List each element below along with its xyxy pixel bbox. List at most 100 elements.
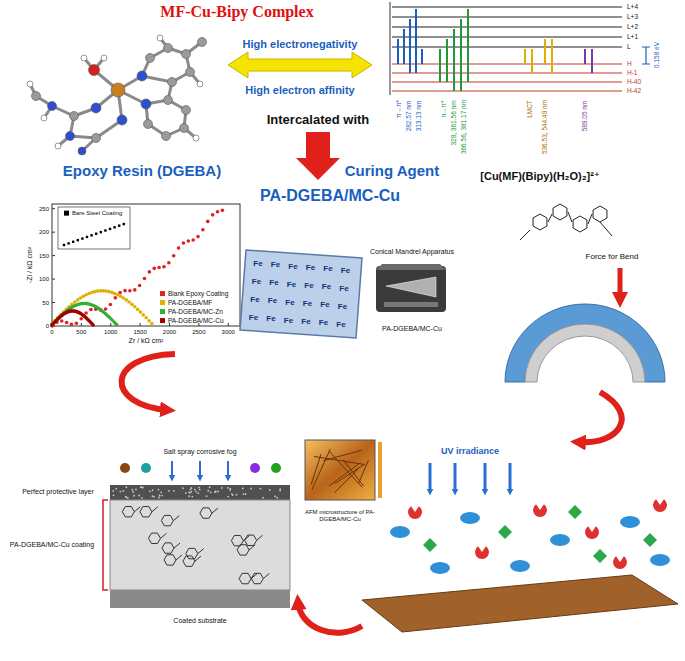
illustration-part	[52, 279, 55, 280]
illustration-part	[109, 228, 111, 230]
illustration-part	[250, 488, 252, 490]
data-point	[138, 284, 142, 288]
illustration-part	[195, 556, 201, 561]
atom	[141, 99, 151, 109]
illustration-part	[134, 507, 140, 512]
transition-line	[409, 19, 411, 73]
degradation-fragment	[510, 560, 530, 572]
illustration-part	[123, 223, 125, 225]
illustration-part	[509, 463, 512, 492]
illustration-part	[214, 491, 216, 493]
atom	[146, 54, 155, 63]
transition-label: 536.53, 544.49 nm	[541, 100, 548, 154]
orbital-level	[392, 63, 622, 64]
tick-label: 1000	[104, 329, 117, 336]
energy-level-diagram	[390, 2, 650, 95]
legend-text: Bare Steel Coating	[72, 210, 122, 216]
illustration-part	[152, 507, 158, 512]
illustration-part	[158, 497, 160, 499]
orbital-label: L	[627, 43, 631, 50]
illustration-part	[217, 491, 219, 493]
data-point	[182, 241, 186, 245]
transition-line	[453, 29, 455, 91]
orbital-label: L+2	[627, 23, 638, 30]
illustration-part	[311, 454, 321, 484]
orbital-level	[392, 36, 622, 37]
illustration-part	[199, 461, 201, 478]
degradation-fragment	[643, 533, 657, 547]
curved-arrow	[298, 602, 362, 633]
illustration-part	[314, 456, 365, 464]
atom	[137, 71, 147, 81]
data-point	[133, 305, 137, 309]
data-point	[139, 310, 143, 314]
illustration-part	[245, 493, 247, 495]
orbital-label: H	[627, 60, 632, 67]
data-point	[143, 277, 147, 281]
degradation-fragment	[620, 516, 640, 528]
element-symbol: Fe	[266, 315, 275, 324]
element-symbol: Fe	[253, 260, 262, 269]
degradation-fragment	[408, 506, 422, 519]
tick-label: 1500	[133, 329, 146, 336]
molecule-sketch	[183, 556, 195, 566]
atom	[48, 102, 57, 111]
atom	[70, 112, 79, 121]
illustration-part	[198, 487, 200, 489]
data-point	[113, 296, 117, 300]
illustration-part	[135, 489, 137, 491]
tick-label: 200	[39, 229, 49, 236]
illustration-part	[132, 491, 134, 493]
annotation: Salt spray corrosive fog	[163, 448, 236, 456]
molecule-sketch	[186, 548, 198, 558]
illustration-part	[573, 216, 587, 232]
transition-line	[403, 29, 405, 64]
transition-line	[415, 9, 417, 73]
element-symbol: Fe	[269, 279, 278, 288]
illustration-part	[127, 497, 129, 499]
illustration-part	[191, 496, 193, 498]
illustration-part	[77, 239, 79, 241]
element-symbol: Fe	[249, 314, 258, 323]
illustration-part	[122, 490, 124, 492]
illustration-part	[305, 440, 375, 500]
illustration-part	[113, 226, 115, 228]
salt-fog	[120, 461, 281, 478]
element-symbol: Fe	[268, 297, 277, 306]
illustration-part	[190, 489, 192, 491]
legend-item: Blank Epoxy Coating	[160, 289, 228, 297]
transition-line	[551, 39, 553, 73]
atom	[111, 83, 125, 97]
data-point	[123, 289, 127, 293]
degradation-fragment	[423, 538, 437, 552]
orbital-level	[392, 16, 622, 17]
element-symbol: Fe	[336, 320, 345, 329]
gap-bar	[645, 47, 646, 64]
tick-label: 0	[46, 323, 49, 330]
illustration-part	[210, 491, 212, 493]
transition-line	[467, 9, 469, 82]
tick-label: 2500	[192, 329, 205, 336]
element-symbol: Fe	[341, 266, 350, 275]
property-label: High electronegativity	[243, 38, 358, 50]
legend-swatch	[64, 211, 69, 216]
degradation-fragment	[460, 512, 480, 524]
ion	[271, 463, 281, 473]
element-symbol: Fe	[304, 281, 313, 290]
element-symbol: Fe	[284, 316, 293, 325]
illustration-part	[274, 496, 276, 498]
down-arrow	[296, 132, 340, 180]
illustration-part	[386, 277, 436, 297]
element-symbol: Fe	[319, 319, 328, 328]
data-point	[221, 208, 225, 212]
legend-item: PA-DGEBA/MC-Cu	[160, 316, 224, 324]
data-point	[142, 313, 146, 317]
data-point	[70, 323, 74, 327]
sample-label: PA-DGEBA/MC-Cu	[382, 325, 442, 333]
ion	[141, 463, 151, 473]
bracket	[103, 500, 108, 590]
element-symbol: Fe	[323, 265, 332, 274]
illustration-part	[174, 543, 180, 548]
illustration-part	[140, 486, 142, 488]
